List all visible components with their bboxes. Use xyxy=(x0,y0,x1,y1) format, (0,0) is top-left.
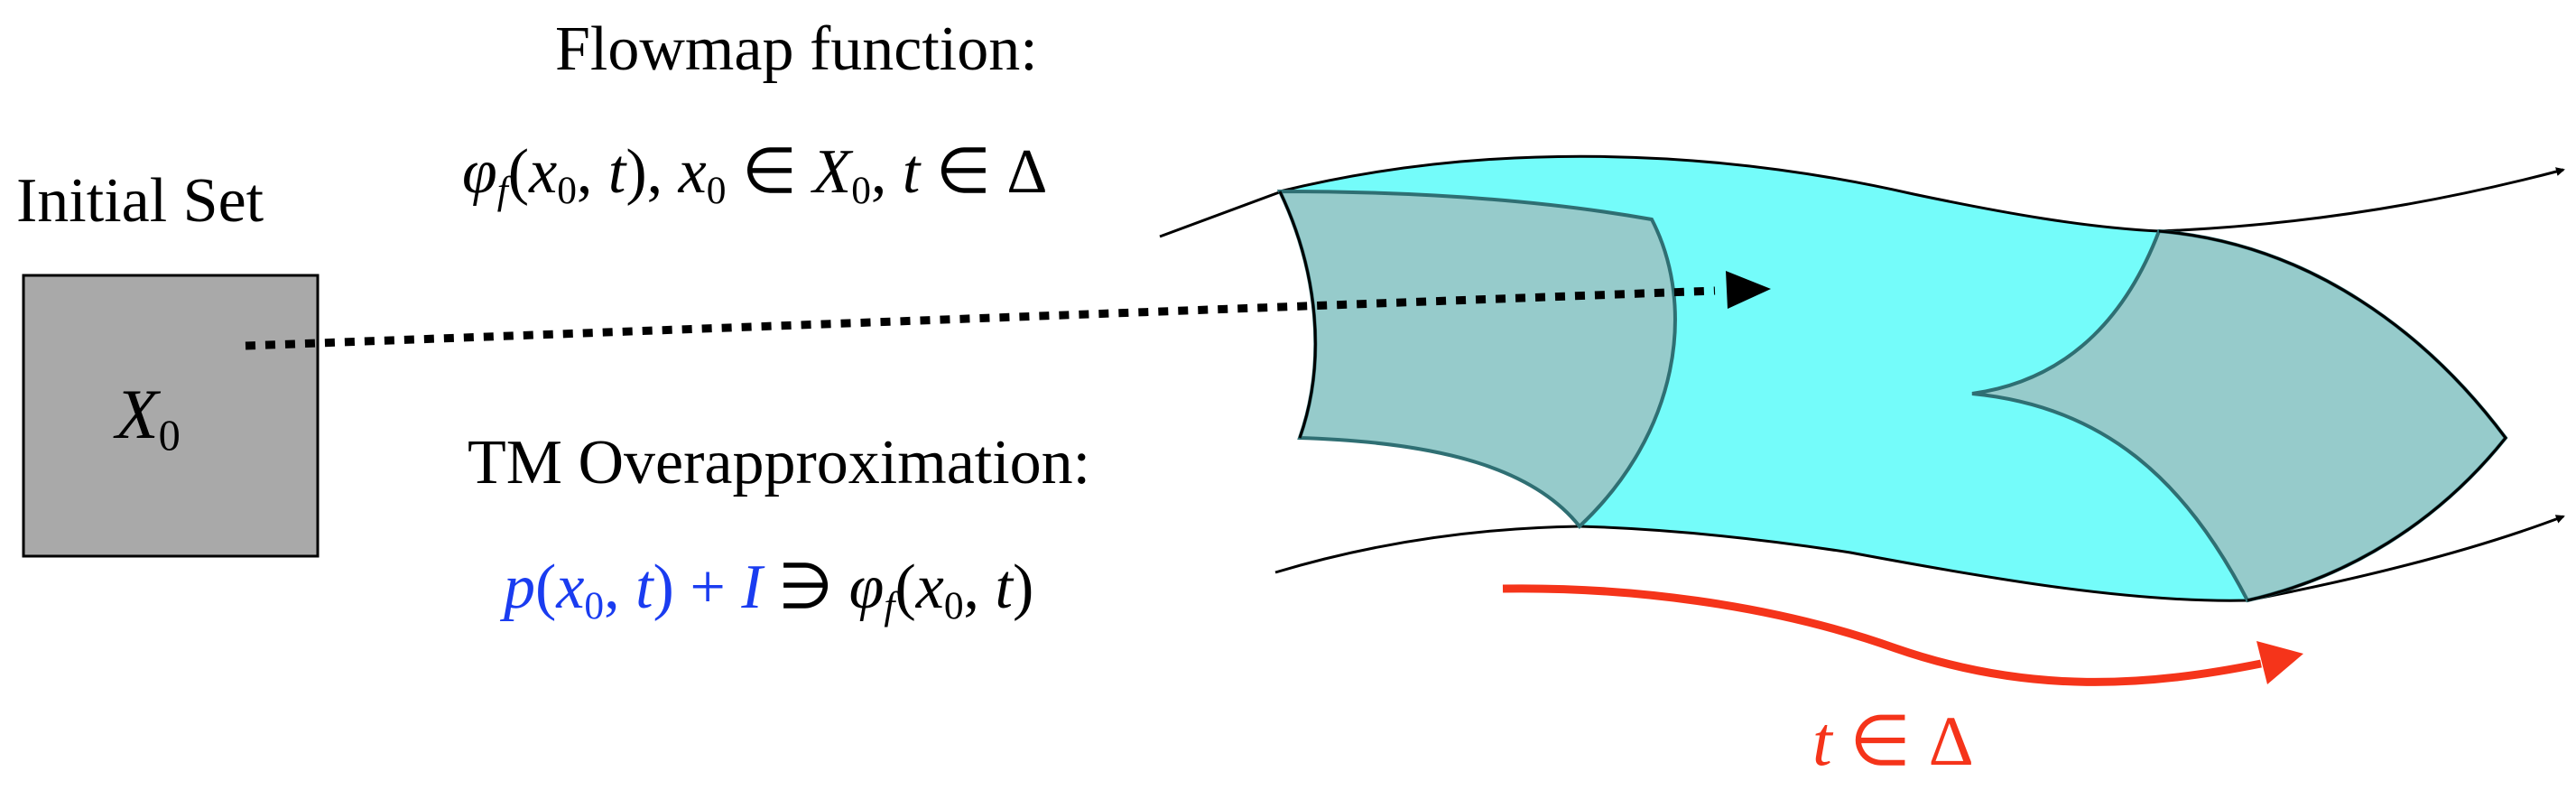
upper-flow-line xyxy=(1159,190,1283,238)
flowmap-arrowhead xyxy=(1726,271,1771,309)
tm-formula: p(x0, t) + I ∋ φf(x0, t) xyxy=(504,553,1034,628)
upper-flow-line-right xyxy=(2158,167,2565,233)
time-label: t ∈ Δ xyxy=(1812,702,1974,780)
tm-title: TM Overapproximation: xyxy=(468,428,1091,497)
initial-set-box xyxy=(22,274,320,558)
initial-set-title: Initial Set xyxy=(16,166,264,236)
right-segment-outer-edge xyxy=(2158,229,2507,602)
flowpipe-segment-left xyxy=(1276,189,1677,529)
time-arrowhead xyxy=(2256,641,2303,684)
flowmap-title: Flowmap function: xyxy=(555,14,1038,84)
lower-flow-line xyxy=(1274,525,1580,574)
flowmap-dotted-arrow xyxy=(245,286,1716,350)
initial-set-name: X0 xyxy=(116,375,181,460)
lower-flow-line-right xyxy=(2247,515,2565,602)
flowmap-formula: φf(x0, t), x0 ∈ X0, t ∈ Δ xyxy=(462,137,1048,213)
left-segment-outer-edge xyxy=(1278,191,1317,439)
time-arrow xyxy=(1502,584,2262,686)
